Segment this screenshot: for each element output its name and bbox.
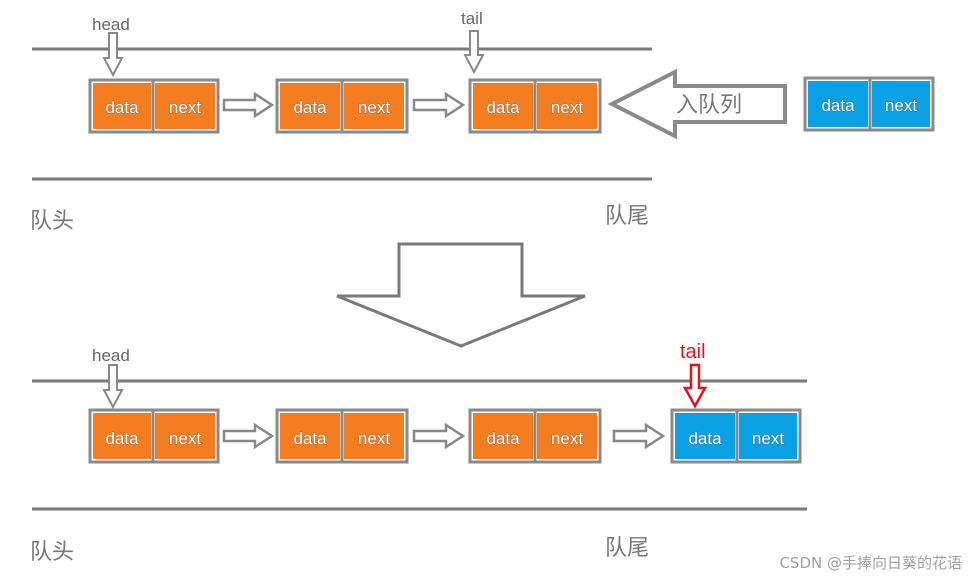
bottom-node-4-data: data [688,429,722,448]
bottom-tail-label: tail [680,341,706,363]
top-tail-arrow-icon [463,30,485,75]
bottom-front-label: 队头 [30,539,74,564]
top-link-arrow-1-icon [222,91,275,119]
bottom-node-2-data: data [293,429,327,448]
bottom-node-1-data: data [105,429,139,448]
top-node-1-data: data [105,98,139,117]
bottom-node-4-next: next [752,429,784,448]
top-front-label: 队头 [30,208,74,233]
enqueue-arrow-icon [607,68,787,140]
bottom-node-2: data next [275,408,409,464]
bottom-node-1: data next [88,408,220,464]
bottom-node-3: data next [468,408,602,464]
transition-down-arrow-icon [336,242,586,348]
bottom-queue: head tail data next data next [30,341,807,564]
bottom-node-3-data: data [486,429,520,448]
top-rear-label: 队尾 [605,203,649,228]
bottom-link-arrow-2-icon [412,422,466,450]
bottom-head-arrow-icon [102,364,124,410]
new-node-next: next [885,96,917,115]
bottom-tail-arrow-icon [682,363,708,409]
enqueue-label: 入队列 [676,92,742,117]
top-node-2-next: next [358,98,390,117]
bottom-rear-label: 队尾 [605,535,649,560]
top-link-arrow-2-icon [412,91,466,119]
top-queue: head tail data next data next [30,9,935,233]
bottom-node-3-next: next [551,429,583,448]
new-node: data next [803,76,935,132]
top-node-3-next: next [551,98,583,117]
bottom-node-1-next: next [169,429,201,448]
watermark: CSDN @手捧向日葵的花语 [779,554,962,572]
bottom-link-arrow-1-icon [222,422,275,450]
top-node-2-data: data [293,98,327,117]
bottom-node-4: data next [670,408,802,464]
top-node-1-next: next [169,98,201,117]
top-head-label: head [92,15,130,34]
top-node-3-data: data [486,98,520,117]
top-node-1: data next [88,78,220,134]
new-node-data: data [821,96,855,115]
bottom-head-label: head [92,346,130,365]
bottom-link-arrow-3-icon [612,422,666,450]
bottom-node-2-next: next [358,429,390,448]
top-node-2: data next [275,78,409,134]
top-node-3: data next [468,78,602,134]
top-tail-label: tail [461,9,483,28]
top-head-arrow-icon [102,32,124,78]
